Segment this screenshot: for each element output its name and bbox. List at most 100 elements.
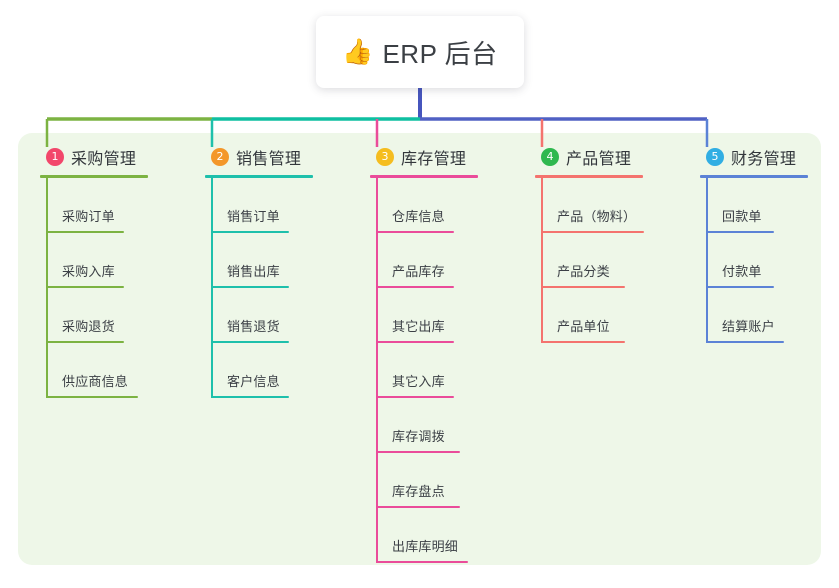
branch-item[interactable]: 仓库信息: [370, 178, 478, 233]
branch-item-label: 付款单: [722, 264, 762, 279]
branch-item-label: 其它入库: [392, 374, 445, 389]
branch-item-rule: [46, 341, 124, 343]
branch-item-label: 其它出库: [392, 319, 445, 334]
branch-column-3: 3 库存管理仓库信息产品库存其它出库其它入库库存调拨库存盘点出库库明细: [370, 145, 478, 563]
branch-item-label: 产品分类: [557, 264, 610, 279]
branch-items-5: 回款单付款单结算账户: [700, 178, 808, 343]
branch-item[interactable]: 付款单: [700, 233, 808, 288]
branch-item-rule: [211, 231, 289, 233]
branch-item-rule: [211, 341, 289, 343]
branch-item-label: 采购订单: [62, 209, 115, 224]
branch-item[interactable]: 出库库明细: [370, 508, 478, 563]
branch-title-5: 财务管理: [731, 151, 797, 168]
branch-items-2: 销售订单销售出库销售退货客户信息: [205, 178, 313, 398]
branch-item[interactable]: 销售订单: [205, 178, 313, 233]
branch-badge-2: 2: [211, 148, 229, 166]
branch-item-label: 回款单: [722, 209, 762, 224]
branch-header-5[interactable]: 5 财务管理: [700, 145, 808, 169]
branch-item[interactable]: 采购订单: [40, 178, 148, 233]
branch-item-rule: [376, 341, 454, 343]
branch-item-rule: [376, 451, 460, 453]
branch-header-rule-3: [370, 175, 478, 178]
branch-item-rule: [376, 286, 454, 288]
branch-item[interactable]: 产品分类: [535, 233, 643, 288]
branch-item-label: 库存盘点: [392, 484, 445, 499]
branch-item[interactable]: 其它入库: [370, 343, 478, 398]
branch-item-rule: [706, 231, 774, 233]
branch-item[interactable]: 采购入库: [40, 233, 148, 288]
branch-header-rule-2: [205, 175, 313, 178]
branch-item-label: 采购入库: [62, 264, 115, 279]
branch-item[interactable]: 产品单位: [535, 288, 643, 343]
branch-item[interactable]: 库存调拨: [370, 398, 478, 453]
branch-items-3: 仓库信息产品库存其它出库其它入库库存调拨库存盘点出库库明细: [370, 178, 478, 563]
branch-header-rule-4: [535, 175, 643, 178]
branch-item-rule: [211, 286, 289, 288]
branch-item-rule: [706, 341, 784, 343]
branch-title-2: 销售管理: [236, 151, 302, 168]
branch-spine-4: [541, 178, 543, 343]
thumbs-up-icon: 👍: [342, 37, 374, 66]
branch-item-rule: [376, 561, 468, 563]
background-panel: [18, 133, 821, 565]
branch-item[interactable]: 结算账户: [700, 288, 808, 343]
branch-item-label: 销售订单: [227, 209, 280, 224]
branch-item[interactable]: 回款单: [700, 178, 808, 233]
branch-badge-3: 3: [376, 148, 394, 166]
branch-item-label: 销售出库: [227, 264, 280, 279]
branch-item[interactable]: 客户信息: [205, 343, 313, 398]
branch-item[interactable]: 销售退货: [205, 288, 313, 343]
branch-item-label: 库存调拨: [392, 429, 445, 444]
branch-spine-1: [46, 178, 48, 398]
branch-column-4: 4 产品管理产品（物料） 产品分类产品单位: [535, 145, 644, 343]
branch-item-rule: [541, 286, 625, 288]
branch-spine-2: [211, 178, 213, 398]
branch-badge-4: 4: [541, 148, 559, 166]
branch-items-1: 采购订单采购入库采购退货供应商信息: [40, 178, 148, 398]
branch-item-label: 仓库信息: [392, 209, 445, 224]
branch-item-rule: [46, 231, 124, 233]
branch-column-5: 5 财务管理回款单付款单结算账户: [700, 145, 808, 343]
branch-item[interactable]: 产品（物料）: [535, 178, 644, 233]
branch-item-rule: [376, 231, 454, 233]
branch-items-4: 产品（物料） 产品分类产品单位: [535, 178, 644, 343]
branch-item-label: 采购退货: [62, 319, 115, 334]
branch-item[interactable]: 产品库存: [370, 233, 478, 288]
branch-header-rule-5: [700, 175, 808, 178]
branch-item-label: 供应商信息: [62, 374, 129, 389]
branch-item[interactable]: 库存盘点: [370, 453, 478, 508]
branch-item[interactable]: 其它出库: [370, 288, 478, 343]
branch-item-rule: [541, 231, 644, 233]
branch-item-rule: [46, 286, 124, 288]
branch-header-rule-1: [40, 175, 148, 178]
branch-item[interactable]: 销售出库: [205, 233, 313, 288]
branch-item-label: 销售退货: [227, 319, 280, 334]
branch-spine-5: [706, 178, 708, 343]
branch-item-label: 客户信息: [227, 374, 280, 389]
root-node-card[interactable]: 👍 ERP 后台: [316, 16, 524, 88]
branch-item-rule: [541, 341, 625, 343]
branch-column-2: 2 销售管理销售订单销售出库销售退货客户信息: [205, 145, 313, 398]
branch-item-label: 产品库存: [392, 264, 445, 279]
branch-item-rule: [706, 286, 774, 288]
branch-title-4: 产品管理: [566, 151, 632, 168]
root-title: ERP 后台: [382, 38, 498, 69]
branch-item-label: 产品（物料）: [557, 209, 637, 224]
branch-spine-3: [376, 178, 378, 563]
branch-item[interactable]: 采购退货: [40, 288, 148, 343]
branch-item-rule: [376, 506, 460, 508]
branch-item-label: 结算账户: [722, 319, 775, 334]
branch-title-3: 库存管理: [401, 151, 467, 168]
branch-badge-5: 5: [706, 148, 724, 166]
branch-item-label: 出库库明细: [392, 539, 459, 554]
branch-item[interactable]: 供应商信息: [40, 343, 148, 398]
branch-item-rule: [46, 396, 138, 398]
branch-item-rule: [376, 396, 454, 398]
branch-header-3[interactable]: 3 库存管理: [370, 145, 478, 169]
branch-header-2[interactable]: 2 销售管理: [205, 145, 313, 169]
branch-header-4[interactable]: 4 产品管理: [535, 145, 643, 169]
